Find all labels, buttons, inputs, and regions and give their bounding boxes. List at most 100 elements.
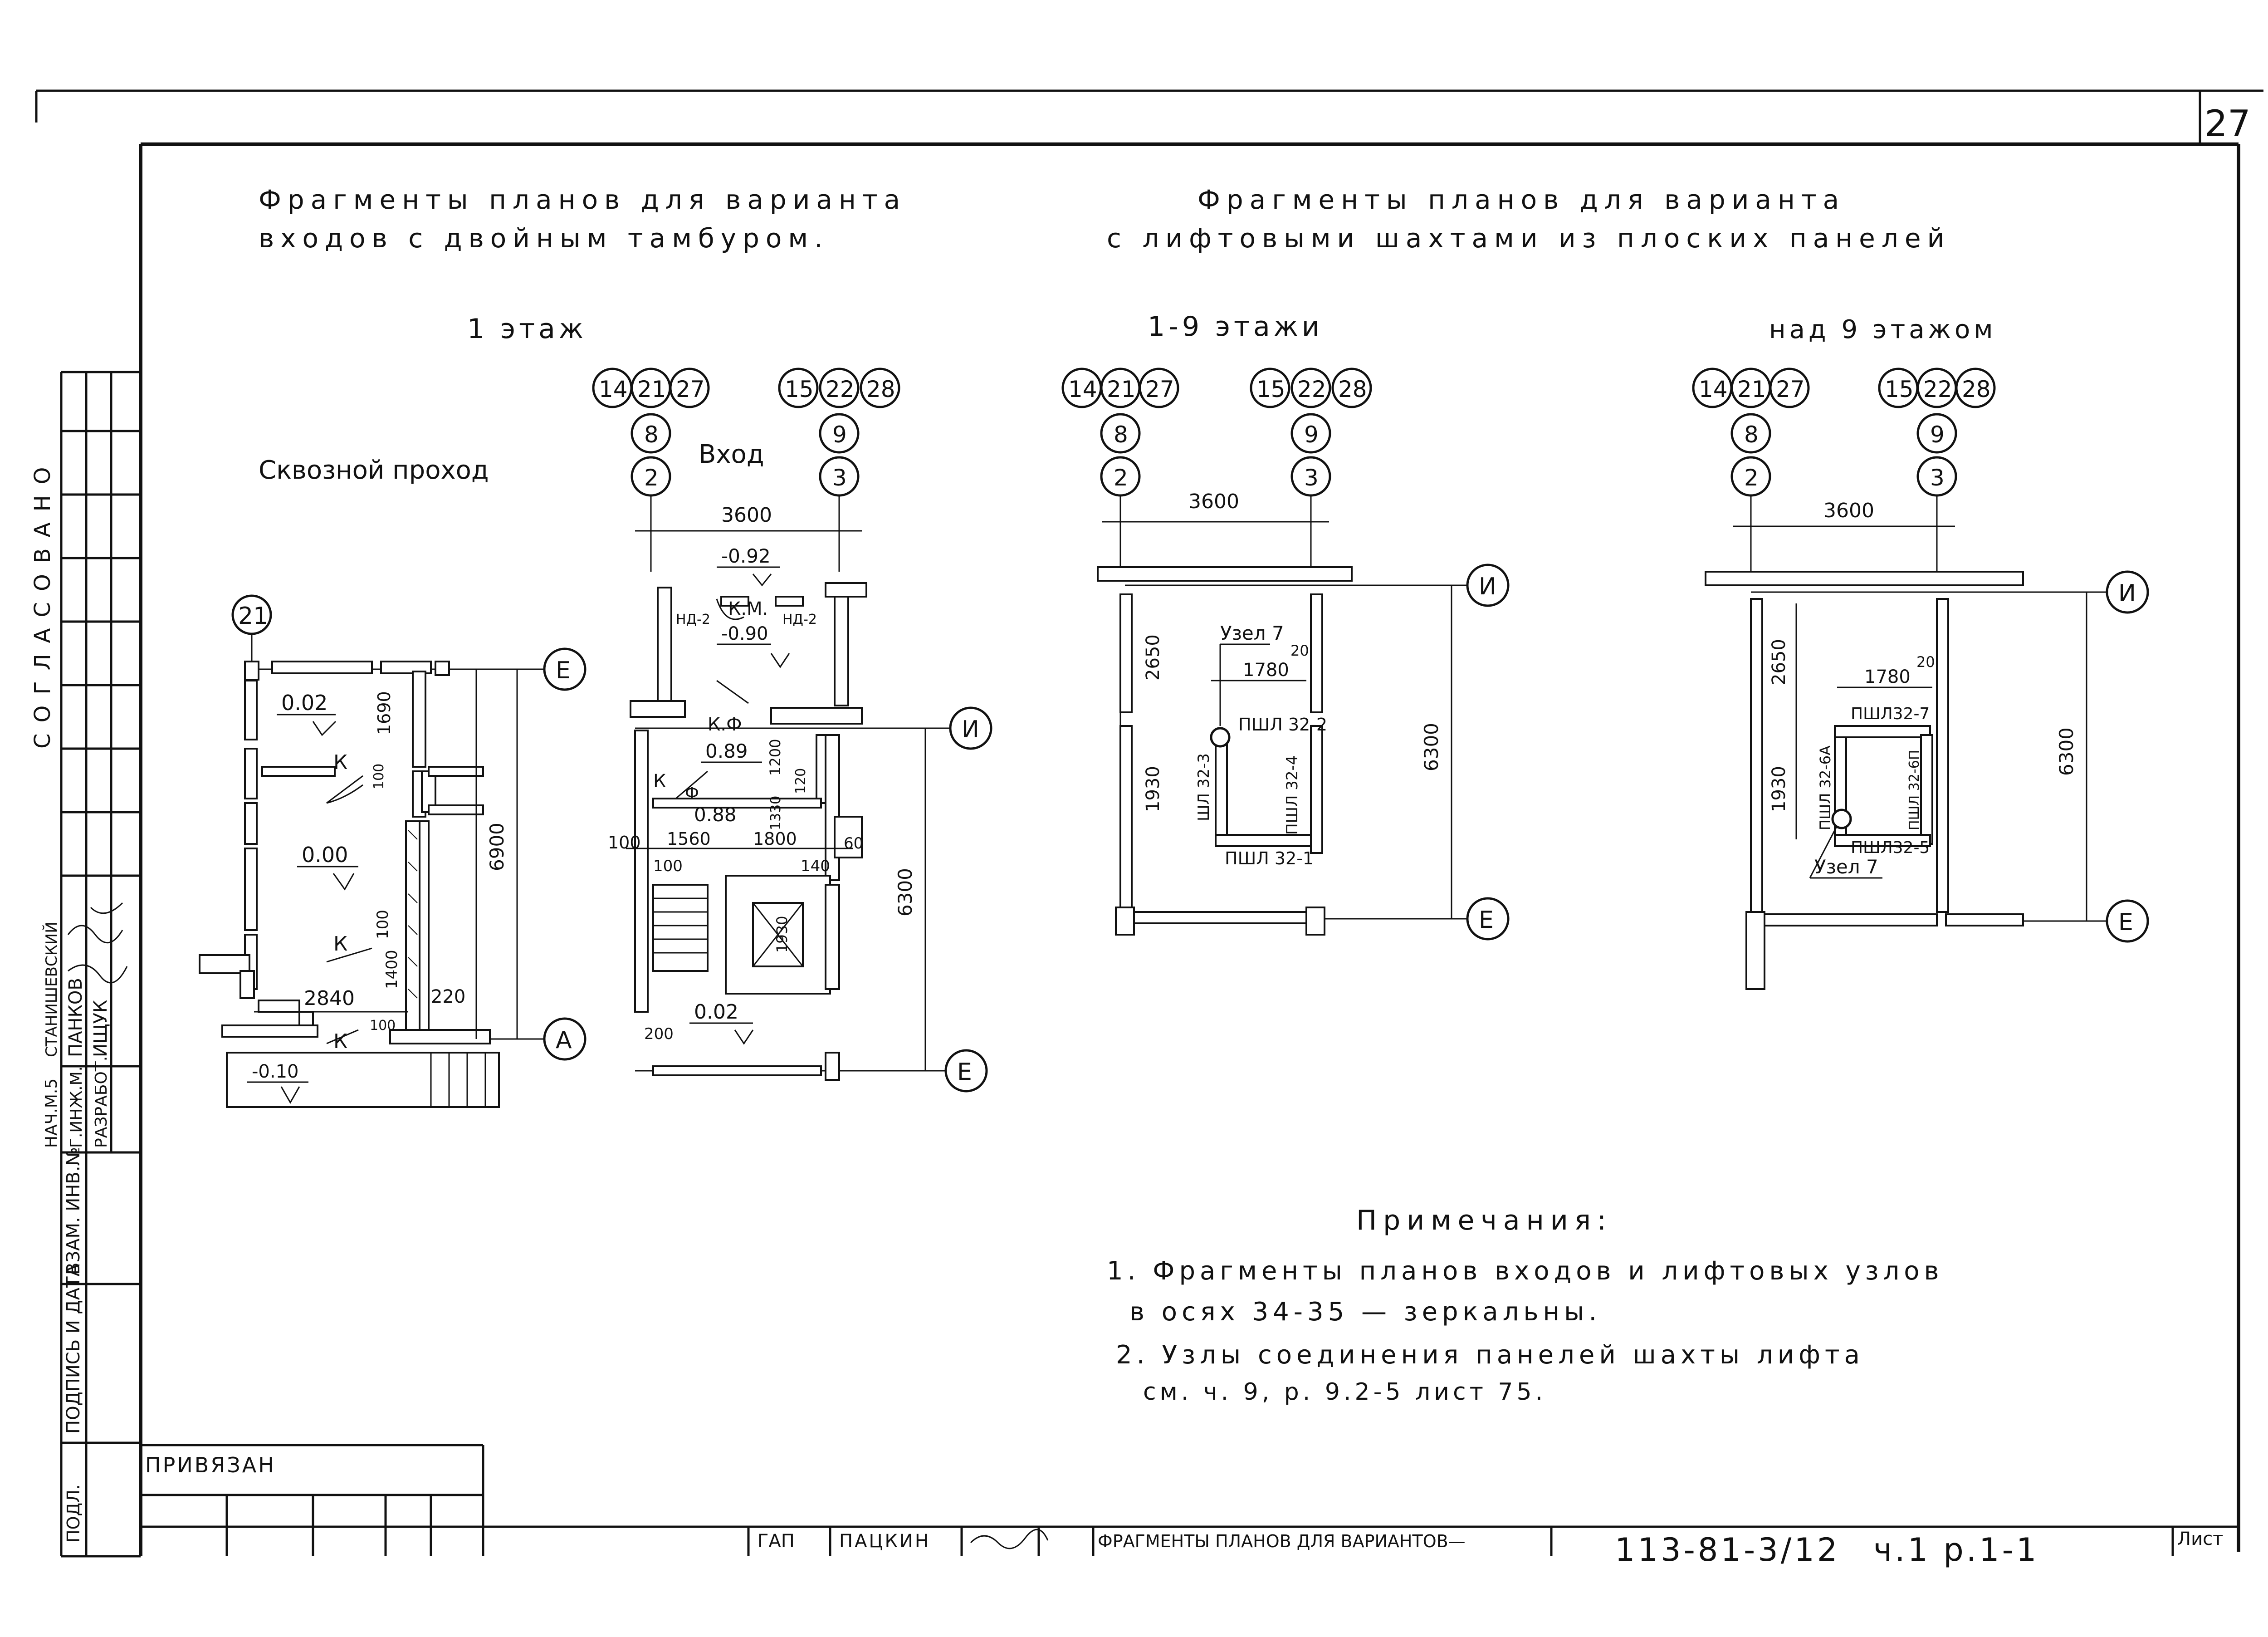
axis-I-p3: И <box>1479 573 1496 600</box>
mark-K-3: К <box>333 1030 347 1053</box>
stamp-name-3: ИЩУК <box>90 1000 111 1057</box>
dim-1930-p3: 1930 <box>1143 766 1163 812</box>
dim-140: 140 <box>801 857 830 875</box>
level-0.00: 0.00 <box>302 843 348 867</box>
notes-heading: Примечания: <box>1356 1205 1613 1236</box>
axis-28-p4: 28 <box>1962 376 1991 402</box>
level-0.02-b: 0.02 <box>694 1000 738 1024</box>
above9-label: над 9 этажом <box>1769 315 1997 344</box>
dim-3600-p3: 3600 <box>1188 490 1239 513</box>
signature-scribble <box>67 902 128 984</box>
title-right-line1: Фрагменты планов для варианта <box>1198 184 1845 215</box>
plan-above-9: 14 21 27 8 2 15 22 28 9 3 3600 И Е 6300 <box>1692 368 2149 990</box>
dim-20-p4: 20 <box>1916 653 1935 671</box>
privyazan-label: ПРИВЯЗАН <box>145 1453 276 1477</box>
dim-3600-p4: 3600 <box>1823 499 1874 522</box>
axis-3-p3: 3 <box>1304 465 1319 491</box>
gap-signature <box>970 1529 1049 1549</box>
mark-ND2-right: НД-2 <box>782 612 817 627</box>
dim-1800: 1800 <box>753 829 797 849</box>
plan-entry: 14 21 27 8 2 15 22 28 9 3 3600 И Е 6300 <box>592 368 992 1093</box>
axis-9-p3: 9 <box>1304 422 1319 448</box>
note-2-line1: 2. Узлы соединения панелей шахты лифта <box>1116 1340 1864 1370</box>
stamp-role-2: Г.ИНЖ.М. <box>67 1066 86 1148</box>
dim-2650-p4: 2650 <box>1769 639 1789 685</box>
note-1-line1: 1. Фрагменты планов входов и лифтовых уз… <box>1107 1256 1944 1286</box>
axis-9-p4: 9 <box>1930 422 1945 448</box>
plan-through-passage: 21 Е А <box>199 594 587 1108</box>
dim-1690: 1690 <box>374 691 394 735</box>
level-0.02-a: 0.02 <box>281 691 327 715</box>
sheet-number: 27 <box>2204 103 2251 145</box>
title-right: Фрагменты планов для варианта с лифтовым… <box>1107 184 1950 254</box>
level-minus0.92: -0.92 <box>721 545 771 567</box>
axis-22-p4: 22 <box>1923 376 1952 402</box>
mark-KF: К.Ф <box>708 714 742 735</box>
pass-through-label: Сквозной проход <box>259 456 489 485</box>
dim-2650-p3: 2650 <box>1143 634 1163 681</box>
dim-20-p3: 20 <box>1290 642 1309 659</box>
floors1-9-label: 1-9 этажи <box>1148 311 1323 343</box>
axis-21-bubble: 21 <box>238 603 268 630</box>
mark-K-2: К <box>333 932 347 956</box>
axis-8-p2: 8 <box>644 422 659 448</box>
level-0.88: 0.88 <box>694 804 737 826</box>
mark-p327: ПШЛ32-7 <box>1851 705 1930 723</box>
mark-p326a: ПШЛ 32-6А <box>1817 745 1834 830</box>
axis-3-p2: 3 <box>832 465 847 491</box>
dim-1930-p2: 1930 <box>773 916 791 953</box>
level-0.89: 0.89 <box>705 740 748 762</box>
level-minus0.10: -0.10 <box>252 1061 299 1082</box>
axis-2-p2: 2 <box>644 465 659 491</box>
title-block: ПРИВЯЗАН ГАП ПАЦКИН ФРАГМЕНТЫ ПЛАНОВ ДЛЯ… <box>141 1444 2239 1568</box>
dim-3600-p2: 3600 <box>721 504 772 527</box>
axis-8-p3: 8 <box>1114 422 1128 448</box>
mark-p322: ПШЛ 32-2 <box>1238 715 1327 735</box>
mark-K-1: К <box>333 751 347 774</box>
dim-1930-p4: 1930 <box>1769 766 1789 812</box>
axis-14-p2: 14 <box>599 376 628 402</box>
dim-60: 60 <box>844 834 863 853</box>
axis-3-p4: 3 <box>1930 465 1945 491</box>
mark-p324: ПШЛ 32-4 <box>1283 755 1301 835</box>
axis-15-p2: 15 <box>785 376 814 402</box>
mark-p323: ШЛ 32-3 <box>1195 753 1213 821</box>
dim-1560: 1560 <box>667 829 711 849</box>
dim-6300-p3: 6300 <box>1420 723 1442 771</box>
stamp-role-3: РАЗРАБОТ. <box>92 1056 111 1148</box>
axis-27-p2: 27 <box>676 376 705 402</box>
title-left-line1: Фрагменты планов для варианта <box>259 184 906 215</box>
axis-9-p2: 9 <box>832 422 847 448</box>
axis-21-p4: 21 <box>1737 376 1766 402</box>
axis-14-p4: 14 <box>1699 376 1728 402</box>
dim-100-a: 100 <box>371 764 387 789</box>
note-2-line2: см. ч. 9, р. 9.2-5 лист 75. <box>1143 1378 1546 1406</box>
mark-KM: К.М. <box>728 598 768 619</box>
dim-1330: 1330 <box>768 796 784 830</box>
dim-1780-p3: 1780 <box>1243 660 1289 681</box>
stamp-name-1: СТАНИШЕВСКИЙ <box>42 921 61 1057</box>
axis-I-p2: И <box>962 716 979 743</box>
stamp-name-2: ПАНКОВ <box>65 978 86 1057</box>
doc-code: 113-81-3/12 <box>1615 1531 1840 1568</box>
axis-28-p2: 28 <box>866 376 895 402</box>
axis-21-p3: 21 <box>1107 376 1136 402</box>
notes-block: Примечания: 1. Фрагменты планов входов и… <box>1107 1205 1944 1406</box>
note-1-line2: в осях 34-35 — зеркальны. <box>1129 1297 1601 1327</box>
dim-2840: 2840 <box>304 987 355 1010</box>
sheet-title-stamp: ФРАГМЕНТЫ ПЛАНОВ ДЛЯ ВАРИАНТОВ— <box>1098 1531 1466 1551</box>
mark-p325: ПШЛ32-5 <box>1851 838 1930 857</box>
dim-1200: 1200 <box>767 739 784 776</box>
stamp-role-1: НАЧ.М.5 <box>42 1078 61 1148</box>
axis-27-p3: 27 <box>1145 376 1174 402</box>
stamp-sign-date: ПОДПИСЬ И ДАТА <box>63 1264 84 1434</box>
gap-label: ГАП <box>758 1531 795 1552</box>
dim-6300-p4: 6300 <box>2055 727 2077 776</box>
dim-6300-p2: 6300 <box>894 868 916 917</box>
axis-22-p2: 22 <box>826 376 855 402</box>
mark-uzel7-p3: Узел 7 <box>1220 622 1284 644</box>
title-right-line2: с лифтовыми шахтами из плоских панелей <box>1107 223 1950 254</box>
stamp-agreed: СОГЛАСОВАНО <box>30 456 55 749</box>
list-label: Лист <box>2177 1529 2223 1549</box>
dim-220: 220 <box>431 986 465 1007</box>
